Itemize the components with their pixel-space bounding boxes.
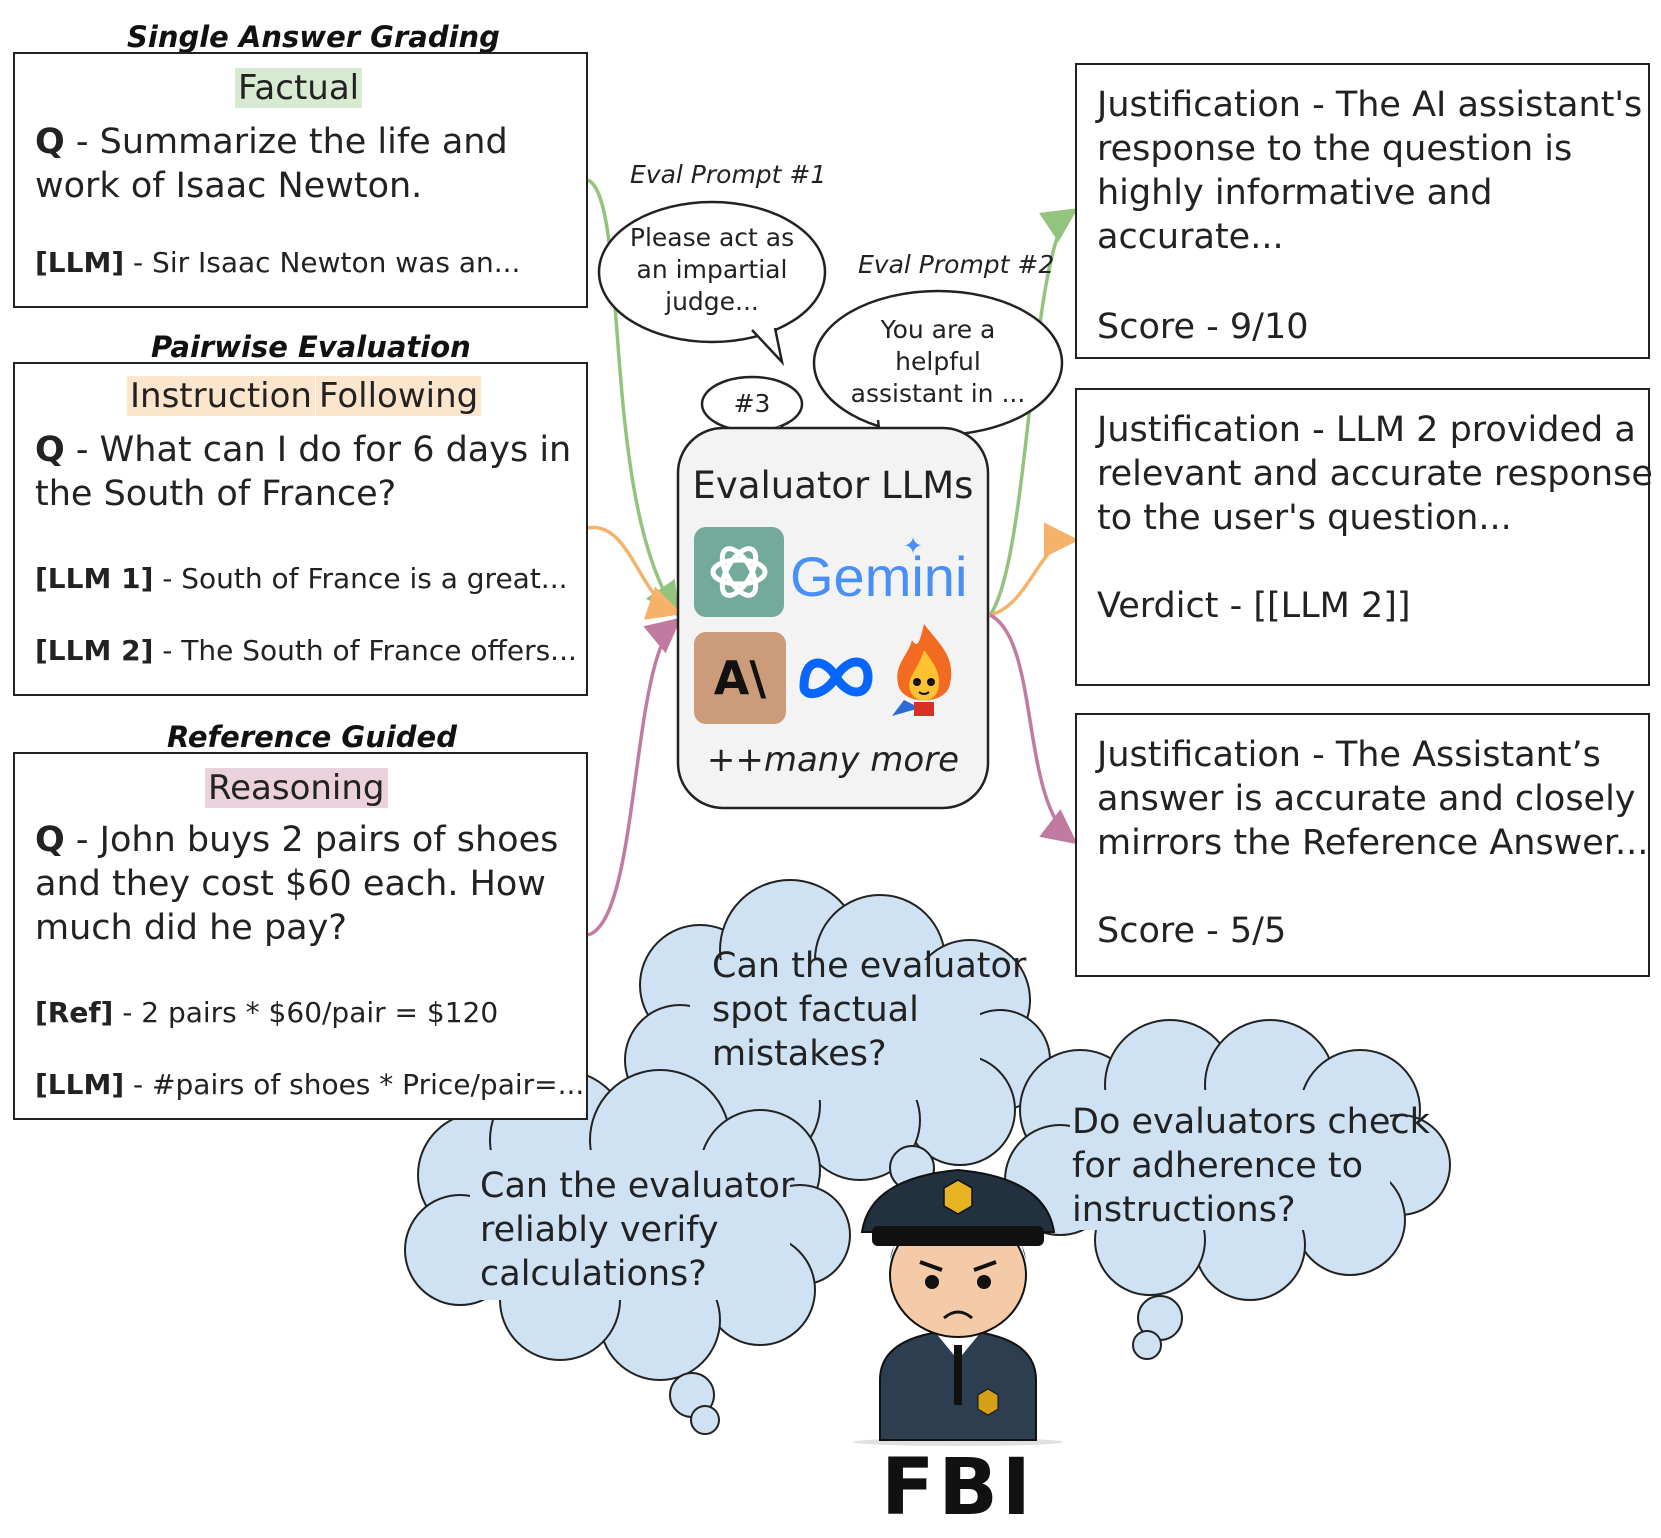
thought-line: for adherence to <box>1072 1146 1364 1186</box>
thought-line: calculations? <box>480 1254 707 1294</box>
arrow-evaluator-to-pairwise-result <box>989 522 1079 617</box>
anthropic-icon: A\ <box>694 632 786 724</box>
thought-line: Can the evaluator <box>712 946 1027 986</box>
response-tag: [LLM 2] <box>35 634 154 667</box>
single-answer-card: Factual Q - Summarize the life and work … <box>13 52 588 308</box>
bubble-line: Please act as <box>629 223 795 252</box>
reference-card: Reasoning Q - John buys 2 pairs of shoes… <box>13 752 588 1120</box>
thought-line: spot factual <box>712 990 919 1030</box>
arrow-single-to-evaluator <box>586 178 680 618</box>
fbi-label: FBI <box>881 1443 1035 1533</box>
question-line: - What can I do for 6 days in <box>75 430 572 470</box>
category-factual: Factual <box>235 68 363 108</box>
thought-factual-text: Can the evaluator spot factual mistakes? <box>712 944 1026 1076</box>
question-line: the South of France? <box>35 474 397 514</box>
response-text: - 2 pairs * $60/pair = $120 <box>113 996 499 1029</box>
score-text: Score - 9/10 <box>1097 307 1309 347</box>
category-instruction: Instruction <box>127 376 315 416</box>
thought-cloud-instr <box>1004 1019 1451 1360</box>
thought-line: instructions? <box>1072 1190 1296 1230</box>
bubble-line: You are a <box>880 315 996 344</box>
response-ref: [Ref] - 2 pairs * $60/pair = $120 <box>35 996 498 1029</box>
justification-text: Justification - The AI assistant's respo… <box>1097 83 1642 259</box>
heading-pairwise-evaluation: Pairwise Evaluation <box>151 330 471 364</box>
q-prefix: Q <box>35 820 65 860</box>
pairwise-card: Instruction Following Q - What can I do … <box>13 362 588 696</box>
thought-calc-text: Can the evaluator reliably verify calcul… <box>480 1164 794 1296</box>
speech-bubble-1 <box>597 200 827 367</box>
bubble-line: an impartial <box>636 255 788 284</box>
result-card-single: Justification - The AI assistant's respo… <box>1075 63 1650 359</box>
question-pairwise: Q - What can I do for 6 days in the Sout… <box>35 428 571 516</box>
heading-reference-guided: Reference Guided <box>167 720 457 754</box>
justification-text: Justification - The Assistant’s answer i… <box>1097 733 1648 865</box>
bubble-line: assistant in ... <box>850 379 1026 408</box>
arrow-evaluator-to-reference-result <box>989 613 1078 845</box>
response-tag: [LLM] <box>35 1068 125 1101</box>
fire-mascot-icon <box>884 620 964 726</box>
thought-line: mistakes? <box>712 1034 887 1074</box>
justification-text: Justification - LLM 2 provided a relevan… <box>1097 408 1653 540</box>
meta-icon <box>794 642 878 716</box>
arrow-pairwise-to-evaluator <box>587 525 683 620</box>
thought-line: Do evaluators check <box>1072 1102 1430 1142</box>
question-line: - Summarize the life and <box>75 122 508 162</box>
justification-line: to the user's question... <box>1097 498 1512 538</box>
speech-bubble-1-text: Please act as an impartial judge... <box>612 222 812 318</box>
evaluator-footer: ++many more <box>706 740 960 780</box>
police-officer-illustration <box>853 1168 1063 1446</box>
justification-line: Justification - LLM 2 provided a <box>1097 410 1636 450</box>
bubble-line: helpful <box>895 347 981 376</box>
question-line: much did he pay? <box>35 908 347 948</box>
question-reference: Q - John buys 2 pairs of shoes and they … <box>35 818 558 950</box>
eval-prompt-2-label: Eval Prompt #2 <box>858 250 1055 279</box>
thought-line: Can the evaluator <box>480 1166 795 1206</box>
response-text: - #pairs of shoes * Price/pair=... <box>124 1068 585 1101</box>
q-prefix: Q <box>35 430 65 470</box>
openai-icon <box>694 527 784 617</box>
response-llm-2: [LLM 2] - The South of France offers... <box>35 634 577 667</box>
response-tag: [LLM] <box>35 246 125 279</box>
speech-bubble-2-text: You are a helpful assistant in ... <box>838 314 1038 410</box>
question-line: work of Isaac Newton. <box>35 166 423 206</box>
response-tag: [LLM 1] <box>35 562 154 595</box>
evaluator-title: Evaluator LLMs <box>692 464 974 507</box>
result-card-reference: Justification - The Assistant’s answer i… <box>1075 713 1650 977</box>
category-following: Following <box>316 376 482 416</box>
response-tag: [Ref] <box>35 996 114 1029</box>
question-line: - John buys 2 pairs of shoes <box>75 820 559 860</box>
justification-line: response to the question is <box>1097 129 1573 169</box>
justification-line: mirrors the Reference Answer... <box>1097 823 1649 863</box>
eval-prompt-1-label: Eval Prompt #1 <box>630 160 827 189</box>
question-line: and they cost $60 each. How <box>35 864 546 904</box>
response-llm: [LLM] - #pairs of shoes * Price/pair=... <box>35 1068 584 1101</box>
gemini-icon: Gemini <box>790 545 968 608</box>
sparkle-icon: ✦ <box>903 532 924 560</box>
justification-line: answer is accurate and closely <box>1097 779 1636 819</box>
response-text: - South of France is a great... <box>153 562 568 595</box>
thought-line: reliably verify <box>480 1210 719 1250</box>
verdict-text: Verdict - [[LLM 2]] <box>1097 586 1411 626</box>
justification-line: relevant and accurate response <box>1097 454 1653 494</box>
justification-line: accurate... <box>1097 217 1284 257</box>
response-text: - Sir Isaac Newton was an... <box>124 246 521 279</box>
thought-instr-text: Do evaluators check for adherence to ins… <box>1072 1100 1430 1232</box>
speech-bubble-3-text: #3 <box>733 389 771 418</box>
question-single: Q - Summarize the life and work of Isaac… <box>35 120 508 208</box>
q-prefix: Q <box>35 122 65 162</box>
justification-line: Justification - The Assistant’s <box>1097 735 1601 775</box>
score-text: Score - 5/5 <box>1097 911 1287 951</box>
category-reasoning: Reasoning <box>205 768 388 808</box>
bubble-line: judge... <box>665 287 759 316</box>
justification-line: highly informative and <box>1097 173 1493 213</box>
result-card-pairwise: Justification - LLM 2 provided a relevan… <box>1075 388 1653 686</box>
response-llm-1: [LLM 1] - South of France is a great... <box>35 562 568 595</box>
response-text: - The South of France offers... <box>153 634 577 667</box>
response-llm: [LLM] - Sir Isaac Newton was an... <box>35 246 520 279</box>
arrow-reference-to-evaluator <box>587 617 682 937</box>
heading-single-answer-grading: Single Answer Grading <box>127 20 500 54</box>
justification-line: Justification - The AI assistant's <box>1097 85 1643 125</box>
